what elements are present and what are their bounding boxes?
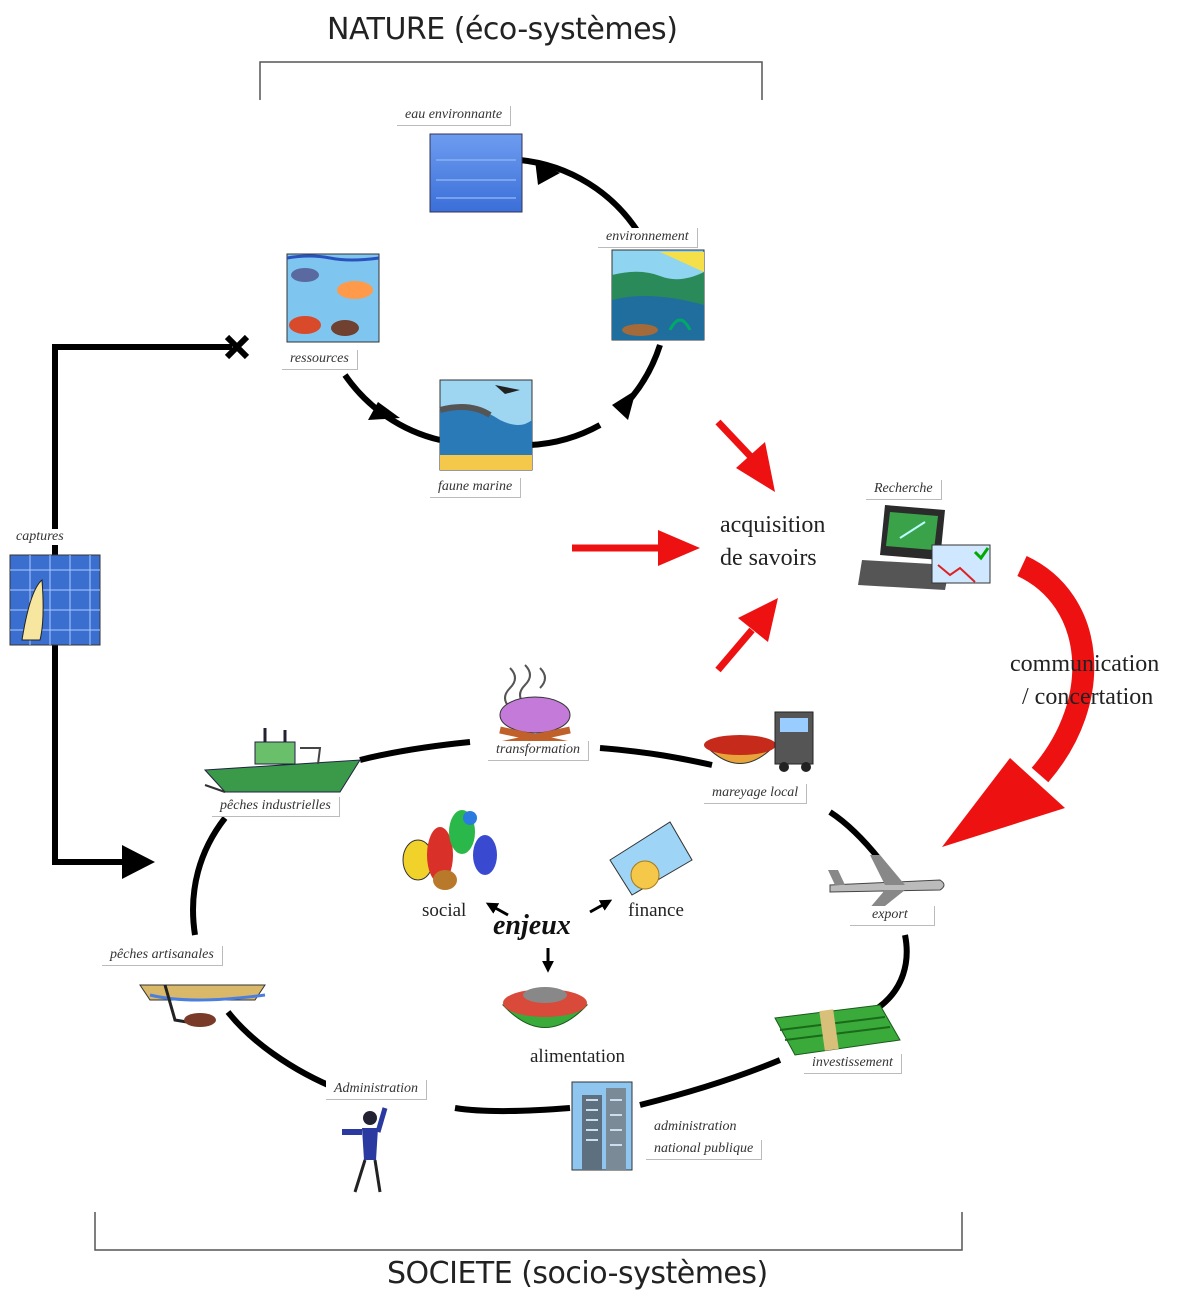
knowledge-label-line2: de savoirs (720, 545, 817, 571)
official-person-icon (342, 1107, 388, 1193)
food-bowl-icon (501, 987, 589, 1028)
fish-market-icon (703, 711, 814, 772)
money-bill-icon (609, 821, 693, 896)
captures-loop (52, 334, 250, 879)
industrial-trawler-icon (203, 728, 361, 793)
fishing-net-icon (9, 554, 101, 646)
societe-bracket (94, 1212, 963, 1251)
label-recherche: Recherche (866, 480, 942, 500)
cycle-arrowhead (535, 160, 560, 185)
communication-label-line2: / concertation (1022, 684, 1154, 710)
label-export: export (850, 906, 935, 926)
cycle-arrowhead (612, 390, 636, 420)
label-eau-environnante: eau environnante (397, 106, 512, 126)
research-computer-icon (858, 505, 991, 590)
fish-smoking-icon (499, 664, 571, 749)
label-administration-nationale-line1: administration (646, 1118, 745, 1137)
knowledge-label-line1: acquisition (720, 512, 826, 538)
people-group-icon (402, 810, 497, 890)
money-stack-icon (774, 1004, 901, 1056)
label-administration-nationale-line2: national publique (646, 1140, 763, 1160)
captures-cross-icon (224, 334, 250, 360)
communication-label-line1: communication (1010, 651, 1160, 677)
label-environnement: environnement (598, 228, 698, 248)
label-investissement: investissement (804, 1054, 902, 1074)
communication-arrow (1016, 556, 1095, 783)
social-label: social (422, 900, 467, 921)
label-captures: captures (16, 529, 64, 545)
artisanal-fishing-boat-icon (139, 984, 266, 1027)
office-building-icon (571, 1081, 633, 1171)
finance-label: finance (628, 900, 684, 921)
enjeux-label: enjeux (493, 910, 571, 941)
label-peches-artisanales: pêches artisanales (102, 946, 223, 966)
water-icon (429, 133, 523, 213)
enjeux-arrows (485, 899, 613, 973)
fish-resources-icon (286, 253, 380, 343)
label-transformation: transformation (488, 741, 590, 761)
nature-title: NATURE (éco-systèmes) (327, 12, 678, 47)
airplane-icon (828, 855, 945, 910)
label-faune-marine: faune marine (430, 478, 522, 498)
knowledge-arrows (572, 419, 1095, 847)
nature-bracket (259, 61, 763, 100)
marine-fauna-icon (439, 379, 533, 471)
label-ressources: ressources (282, 350, 358, 370)
label-peches-industrielles: pêches industrielles (212, 797, 340, 817)
label-administration: Administration (326, 1080, 428, 1100)
cycle-arrowhead (368, 402, 400, 420)
captures-arrowhead (122, 845, 155, 879)
environment-scene-icon (611, 249, 705, 341)
nature-cycle (342, 157, 663, 448)
societe-title: SOCIETE (socio-systèmes) (387, 1256, 768, 1291)
label-mareyage-local: mareyage local (704, 784, 808, 804)
alimentation-label: alimentation (530, 1046, 625, 1067)
